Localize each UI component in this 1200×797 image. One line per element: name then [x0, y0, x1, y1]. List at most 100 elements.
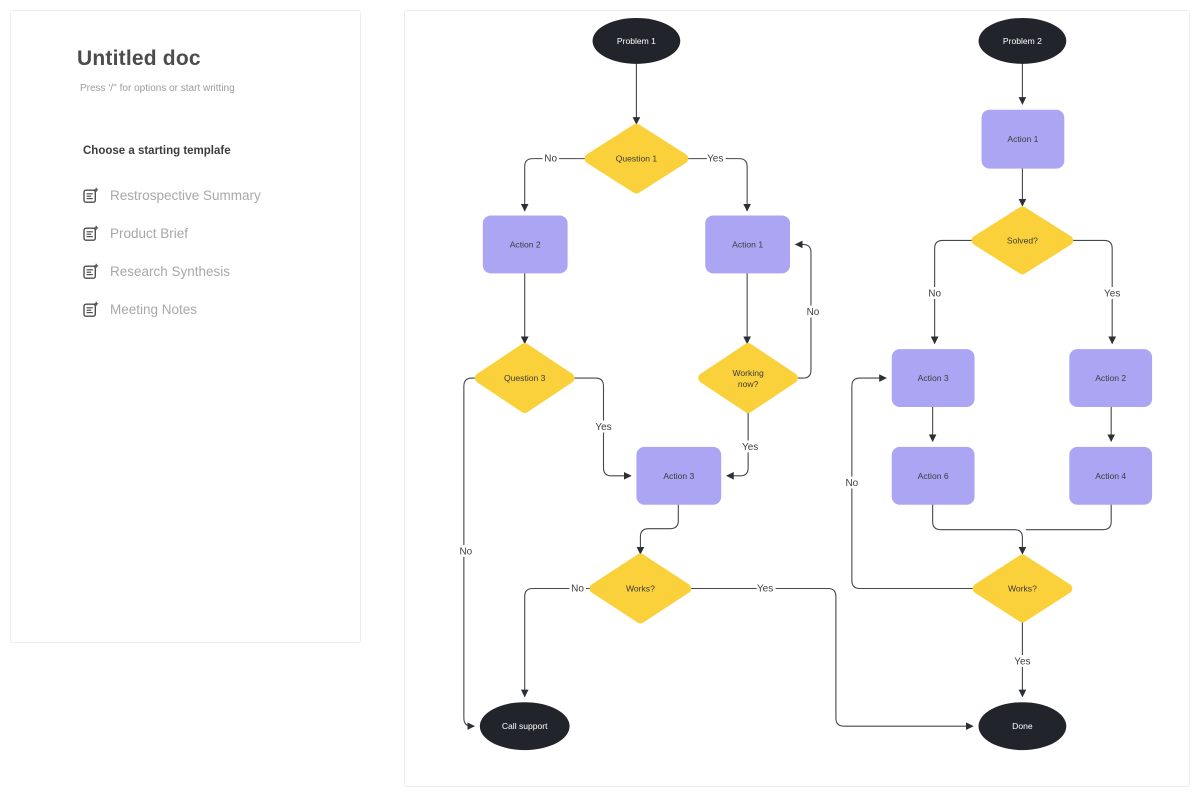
decision-shape [972, 554, 1073, 623]
edge-label: No [807, 307, 820, 318]
node-works-left[interactable]: Works? [589, 553, 692, 624]
decision-shape [971, 206, 1074, 275]
node-label: Action 1 [732, 239, 763, 249]
node-label: Action 3 [918, 373, 949, 383]
node-label: Works? [626, 584, 655, 594]
template-section-heading: Choose a starting templafe [83, 145, 231, 157]
edge-label: Yes [595, 422, 611, 433]
node-action-1-right[interactable]: Action 1 [981, 109, 1065, 169]
document-panel: Untitled doc Press '/'' for options or s… [10, 10, 361, 643]
template-item-product-brief[interactable]: Product Brief [82, 214, 342, 252]
node-label: Done [1012, 721, 1033, 731]
edge-connector [792, 240, 812, 379]
edge-label: No [459, 547, 472, 558]
edge-connector [682, 158, 751, 212]
node-label: Action 4 [1095, 471, 1126, 481]
edge-label: Yes [1014, 656, 1030, 667]
node-action-1-left[interactable]: Action 1 [705, 215, 791, 274]
template-item-label: Restrospective Summary [110, 187, 261, 203]
node-question-1[interactable]: Question 1 [584, 123, 689, 194]
process-shape [1069, 349, 1153, 407]
nodes-layer: Problem 1 Question 1 Action 2 Action 1 Quest… [474, 17, 1153, 751]
node-action-2-left[interactable]: Action 2 [482, 215, 568, 274]
terminal-shape [592, 17, 681, 64]
decision-shape [584, 123, 689, 194]
decision-shape [698, 343, 798, 413]
node-works-right[interactable]: Works? [972, 554, 1073, 623]
new-doc-icon [83, 301, 99, 317]
node-call-support[interactable]: Call support [479, 702, 570, 751]
process-shape [636, 446, 722, 505]
edge-connector [726, 407, 749, 480]
edge-label: No [544, 154, 557, 165]
template-item-restrospective-summary[interactable]: Restrospective Summary [82, 176, 342, 214]
node-label: Action 6 [918, 471, 949, 481]
edge-connector [930, 239, 978, 345]
process-shape [705, 215, 791, 274]
new-doc-icon [83, 263, 99, 279]
edge-connector [636, 504, 679, 555]
node-question-3[interactable]: Question 3 [474, 343, 575, 413]
node-label: Solved? [1007, 235, 1038, 245]
edge-label: Yes [742, 442, 758, 453]
node-label: Action 3 [663, 471, 694, 481]
terminal-shape [978, 17, 1067, 64]
node-solved[interactable]: Solved? [971, 206, 1074, 275]
edge-connector [851, 374, 979, 590]
node-problem-2[interactable]: Problem 2 [978, 17, 1067, 64]
node-label: Works? [1008, 584, 1037, 594]
template-item-meeting-notes[interactable]: Meeting Notes [82, 290, 342, 328]
edge-connector [1067, 239, 1117, 345]
node-action-6[interactable]: Action 6 [891, 446, 975, 505]
template-item-label: Meeting Notes [110, 301, 198, 317]
node-label: Question 1 [616, 154, 658, 164]
edge-label: Yes [707, 154, 723, 165]
edge-label: No [928, 288, 941, 299]
editor-placeholder[interactable]: Press '/'' for options or start writting [80, 83, 235, 94]
page-title[interactable]: Untitled doc [77, 47, 201, 70]
decision-shape [589, 553, 692, 624]
node-label: Problem 1 [617, 36, 656, 46]
template-item-label: Product Brief [110, 225, 189, 241]
edge-connector [568, 377, 632, 480]
node-label: Action 2 [1095, 373, 1126, 383]
node-label: Call support [502, 721, 548, 731]
edge-connector [520, 158, 591, 212]
new-doc-icon [83, 187, 99, 203]
edge-label: No [571, 584, 584, 595]
edge-label: Yes [757, 584, 773, 595]
node-label: Question 3 [504, 373, 546, 383]
process-shape [891, 446, 975, 505]
terminal-shape [479, 702, 570, 751]
process-shape [482, 215, 568, 274]
edge-connector [1025, 504, 1112, 531]
process-shape [981, 109, 1065, 169]
new-doc-icon [83, 225, 99, 241]
node-label: Action 1 [1007, 134, 1038, 144]
edge-label: Yes [1104, 288, 1120, 299]
node-label: Action 2 [510, 239, 541, 249]
template-item-research-synthesis[interactable]: Research Synthesis [82, 252, 342, 290]
node-label: Problem 2 [1003, 36, 1042, 46]
edge-connector [463, 377, 481, 730]
node-problem-1[interactable]: Problem 1 [592, 17, 681, 64]
edge-connector [520, 587, 596, 698]
node-action-2-right[interactable]: Action 2 [1069, 349, 1153, 407]
edge-connector [685, 587, 974, 730]
node-action-3-right[interactable]: Action 3 [891, 349, 975, 407]
process-shape [891, 349, 975, 407]
template-item-label: Research Synthesis [110, 263, 231, 279]
node-action-3-left[interactable]: Action 3 [636, 446, 722, 505]
edge-label: No [845, 478, 858, 489]
node-done[interactable]: Done [978, 702, 1067, 751]
node-action-4[interactable]: Action 4 [1069, 446, 1153, 505]
process-shape [1069, 446, 1153, 505]
decision-shape [474, 343, 575, 413]
edge-connector [932, 504, 1027, 555]
